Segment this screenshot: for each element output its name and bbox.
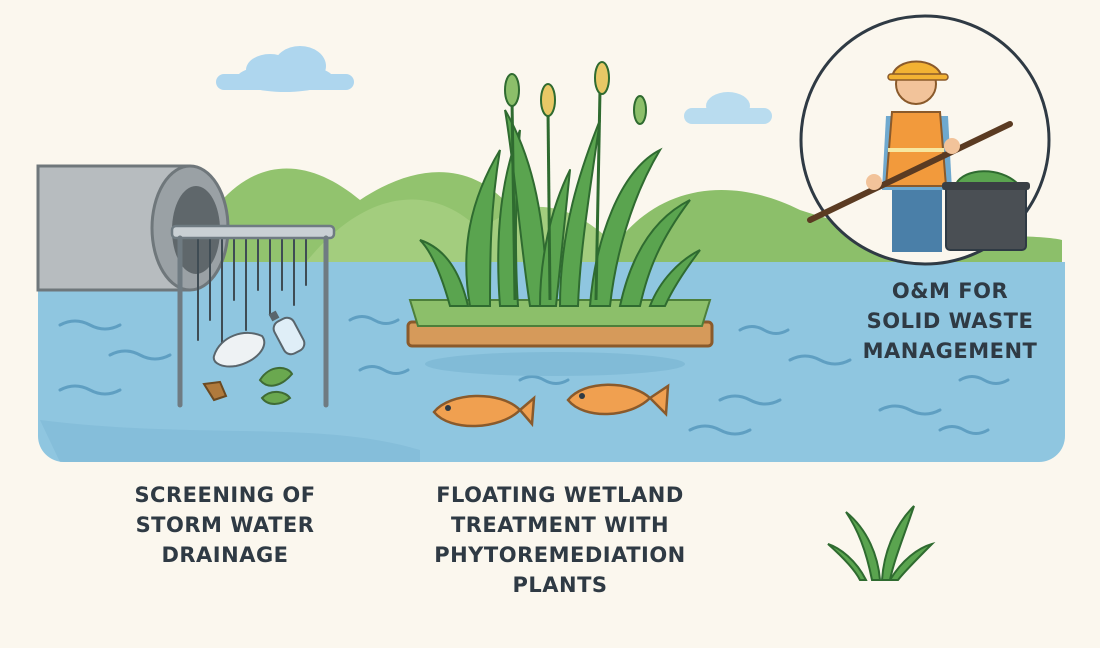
label-line: SOLID WASTE: [866, 309, 1034, 333]
cattail-icon: [504, 61, 647, 301]
plastic-bottle-icon: [268, 310, 306, 356]
label-line: TREATMENT WITH: [450, 513, 670, 537]
cloud-icon: [216, 46, 354, 92]
fish-icon: [432, 394, 536, 428]
label-line: SCREENING OF: [134, 483, 316, 507]
screen-grate-icon: [170, 224, 336, 408]
label-line: PLANTS: [512, 573, 608, 597]
label-floating-wetland: FLOATING WETLAND TREATMENT WITH PHYTOREM…: [400, 480, 720, 600]
label-line: O&M FOR: [891, 279, 1009, 303]
label-line: PHYTOREMEDIATION: [434, 543, 686, 567]
label-line: STORM WATER: [135, 513, 315, 537]
cloud-icon: [684, 92, 772, 124]
fish-icon: [566, 383, 670, 417]
label-line: DRAINAGE: [161, 543, 289, 567]
floating-wetland-icon: [406, 299, 714, 376]
reed-plant-icon: [419, 109, 701, 307]
label-line: FLOATING WETLAND: [436, 483, 684, 507]
plastic-bag-icon: [212, 331, 266, 368]
label-om-solid-waste: O&M FOR SOLID WASTE MANAGEMENT: [820, 276, 1080, 366]
label-line: MANAGEMENT: [862, 339, 1038, 363]
worker-icon: [799, 14, 1051, 266]
waste-bin-icon: [942, 170, 1030, 251]
water-ripples: [58, 315, 1010, 436]
leaf-debris-icon: [202, 367, 294, 405]
grass-tuft-icon: [827, 505, 936, 581]
label-screening-storm-water: SCREENING OF STORM WATER DRAINAGE: [100, 480, 350, 570]
